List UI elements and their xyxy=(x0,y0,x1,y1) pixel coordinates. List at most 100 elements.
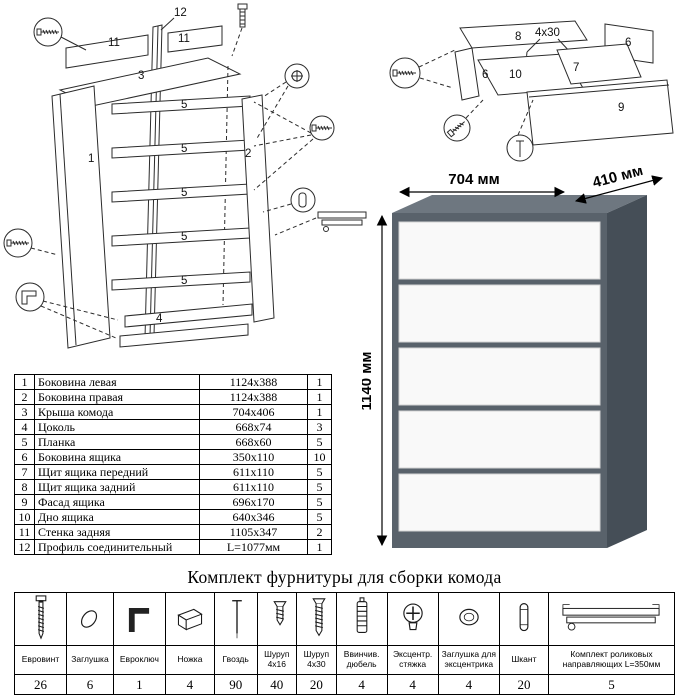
drawer-front xyxy=(398,410,601,469)
part-drawer-side-left xyxy=(454,47,480,101)
depth-dimension-line xyxy=(574,175,664,204)
part-label-2: 2 xyxy=(245,148,251,160)
hardware-name: Шуруп 4х30 xyxy=(296,645,337,675)
hardware-name: Евроключ xyxy=(112,645,166,675)
bracket-icon xyxy=(21,290,37,305)
part-qty-cell: 1 xyxy=(307,539,332,555)
hardware-kit-title: Комплект фурнитуры для сборки комода xyxy=(187,567,502,587)
hardware-qty: 6 xyxy=(66,674,114,695)
drawer-front xyxy=(398,221,601,280)
part-size-cell: 640x346 xyxy=(199,509,308,525)
part-label-12: 12 xyxy=(174,7,187,19)
part-size-cell: 1124x388 xyxy=(199,374,308,390)
callout-euroscrew-2 xyxy=(3,228,59,258)
part-name-cell: Боковина правая xyxy=(34,389,200,405)
euroscrew-icon xyxy=(392,69,416,77)
part-number-cell: 5 xyxy=(14,434,35,450)
foot-icon xyxy=(164,592,215,646)
part-qty-cell: 5 xyxy=(307,464,332,480)
width-dimension-label: 704 мм xyxy=(448,171,499,188)
callout-dowel xyxy=(262,187,316,213)
part-qty-cell: 5 xyxy=(307,509,332,525)
part-label-5: 5 xyxy=(181,143,187,155)
part-size-cell: 611x110 xyxy=(199,464,308,480)
screw-icon xyxy=(311,124,332,132)
part-label-6: 6 xyxy=(625,37,631,49)
part-label-9: 9 xyxy=(618,102,624,114)
dowel-screw-icon xyxy=(335,592,388,646)
hexkey-icon xyxy=(112,592,166,646)
part-name-cell: Фасад ящика xyxy=(34,494,200,510)
cam-plug-icon xyxy=(437,592,501,646)
part-label-8: 8 xyxy=(515,31,521,43)
part-label-10: 10 xyxy=(509,69,522,81)
euroscrew-icon xyxy=(36,28,59,36)
part-number-cell: 11 xyxy=(14,524,35,540)
height-dimension-label: 1140 мм xyxy=(362,352,375,411)
hardware-qty: 4 xyxy=(335,674,388,695)
part-size-cell: 611x110 xyxy=(199,479,308,495)
hardware-name: Комплект роликовых направляющих L=350мм xyxy=(547,645,676,675)
part-number-cell: 1 xyxy=(14,374,35,390)
part-qty-cell: 5 xyxy=(307,479,332,495)
part-label-11: 11 xyxy=(108,37,120,49)
part-label-6: 6 xyxy=(482,69,488,81)
part-name-cell: Щит ящика передний xyxy=(34,464,200,480)
nail-icon xyxy=(516,140,524,157)
part-label-11: 11 xyxy=(178,33,190,45)
part-number-cell: 7 xyxy=(14,464,35,480)
part-base-plank xyxy=(124,303,253,328)
screw-4x30-icon xyxy=(296,592,337,646)
part-name-cell: Профиль соединительный xyxy=(34,539,200,555)
hardware-name: Ножка xyxy=(164,645,215,675)
part-right-side xyxy=(241,94,275,323)
part-size-cell: 668x60 xyxy=(199,434,308,450)
screw-icon xyxy=(446,121,465,138)
part-back-panel-left xyxy=(65,34,149,69)
wood-dowel-icon xyxy=(499,592,549,646)
callout-corner-bracket xyxy=(15,282,119,339)
drawer-front xyxy=(398,284,601,343)
dresser-render: 1140 мм 704 мм 410 мм xyxy=(362,168,664,548)
drawer-front xyxy=(398,473,601,532)
part-qty-cell: 10 xyxy=(307,449,332,465)
depth-dimension-label: 410 мм xyxy=(591,168,645,192)
hardware-name: Заглушка xyxy=(66,645,114,675)
part-qty-cell: 3 xyxy=(307,419,332,435)
part-base-plank xyxy=(119,323,249,348)
part-back-panel-right xyxy=(167,25,223,53)
hardware-qty: 20 xyxy=(296,674,337,695)
part-number-cell: 2 xyxy=(14,389,35,405)
part-label-7: 7 xyxy=(573,62,579,74)
hardware-qty: 20 xyxy=(499,674,549,695)
part-label-5: 5 xyxy=(181,99,187,111)
part-name-cell: Крыша комода xyxy=(34,404,200,420)
callout-euroscrew xyxy=(389,49,456,89)
part-qty-cell: 1 xyxy=(307,389,332,405)
part-size-cell: 704x406 xyxy=(199,404,308,420)
screw-4x16-icon xyxy=(256,592,298,646)
hardware-qty: 4 xyxy=(386,674,439,695)
part-number-cell: 3 xyxy=(14,404,35,420)
part-size-cell: 668x74 xyxy=(199,419,308,435)
part-name-cell: Боковина ящика xyxy=(34,449,200,465)
part-qty-cell: 1 xyxy=(307,404,332,420)
cabinet-exploded-diagram: 12 11 11 3 1 2 5 5 5 5 5 4 xyxy=(3,3,367,349)
callout-screw xyxy=(443,99,484,142)
plug-icon xyxy=(66,592,114,646)
part-number-cell: 12 xyxy=(14,539,35,555)
part-drawer-back xyxy=(459,20,588,49)
part-drawer-front xyxy=(556,43,642,85)
part-name-cell: Дно ящика xyxy=(34,509,200,525)
hardware-name: Заглушка для эксцентрика xyxy=(437,645,501,675)
part-qty-cell: 5 xyxy=(307,434,332,450)
